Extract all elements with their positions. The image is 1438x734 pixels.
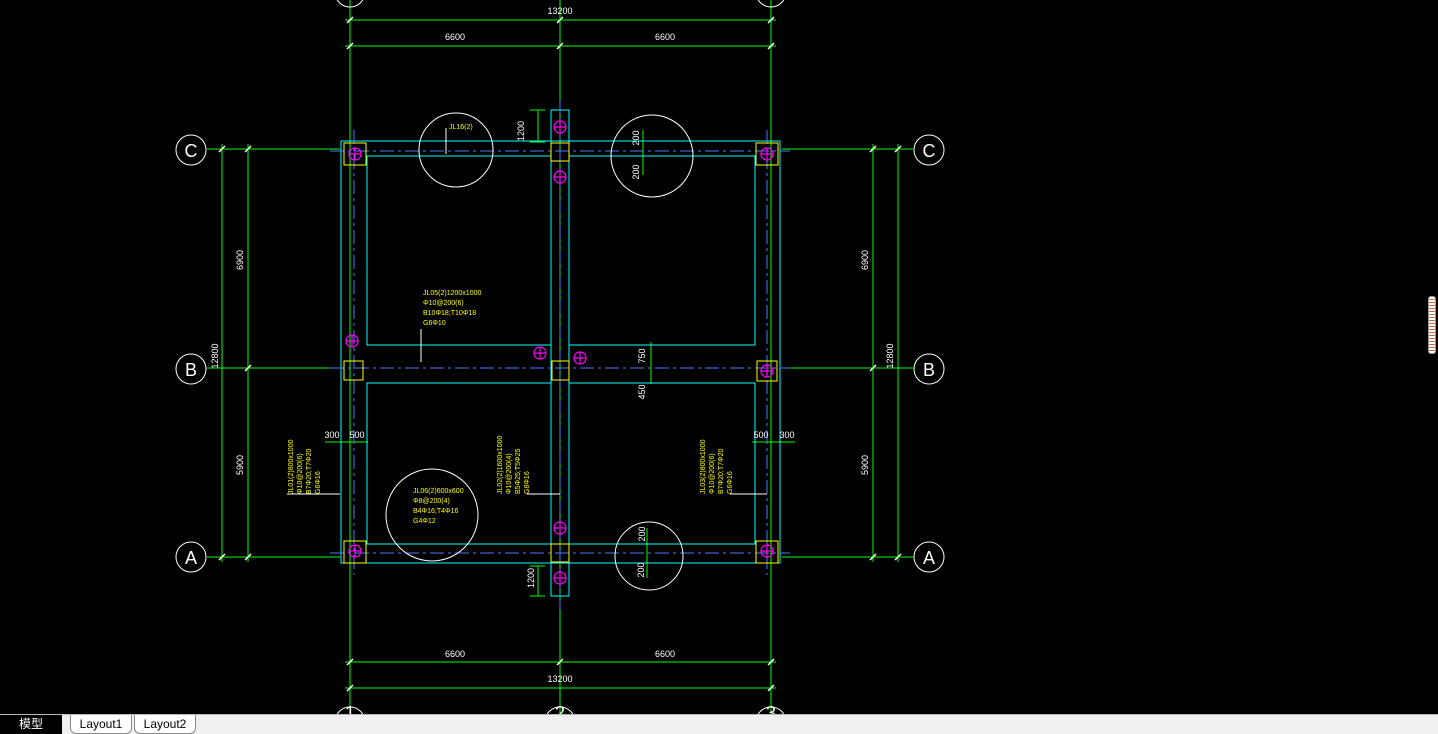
dim-right-total: 12800 (885, 343, 895, 368)
dim-bottom-bay-1: 6600 (445, 649, 465, 659)
svg-text:B7Φ20;T7Φ20: B7Φ20;T7Φ20 (718, 448, 725, 494)
leader-lines (287, 128, 767, 495)
dim-right-bay-2: 5900 (860, 455, 870, 475)
axis-label-2: 2 (555, 703, 565, 714)
svg-text:B7Φ20;T7Φ20: B7Φ20;T7Φ20 (306, 448, 313, 494)
svg-text:B5Φ25;T5Φ25: B5Φ25;T5Φ25 (515, 448, 522, 494)
svg-text:JL03(2)800x1000: JL03(2)800x1000 (700, 439, 707, 494)
dim-offset-bottom-b: 200 (636, 562, 646, 577)
dim-left-300: 300 (324, 430, 339, 440)
svg-text:Φ10@200(6): Φ10@200(6) (709, 453, 716, 494)
drawing-canvas[interactable]: C B A C B A 1 2 3 13200 6600 6600 6600 6… (0, 0, 1438, 714)
axis-label-b-right: B (923, 360, 935, 380)
axis-bubbles (175, 0, 945, 714)
dim-bottom-bay-2: 6600 (655, 649, 675, 659)
beam-center-label: JL05(2)1200x1000 Φ10@200(6) B10Φ18;T10Φ1… (423, 290, 481, 327)
axis-label-b-left: B (185, 360, 197, 380)
dim-offset-bottom-a: 200 (637, 526, 647, 541)
svg-text:Φ10@200(6): Φ10@200(6) (423, 300, 464, 307)
beam-right-label: JL03(2)800x1000 Φ10@200(6) B7Φ20;T7Φ20 G… (700, 439, 734, 494)
dim-offset-top-b: 200 (631, 164, 641, 179)
axis-label-c-left: C (185, 141, 198, 161)
dim-right-500: 500 (753, 430, 768, 440)
beam-left-label: JL01(2)800x1000 Φ10@200(6) B7Φ20;T7Φ20 G… (288, 439, 322, 494)
dim-offset-top-a: 200 (631, 130, 641, 145)
dim-left-bay-1: 6900 (235, 250, 245, 270)
dimension-texts: 13200 6600 6600 6600 6600 13200 12800 69… (210, 6, 895, 684)
axis-labels: C B A C B A 1 2 3 (185, 141, 936, 714)
tab-layout2[interactable]: Layout2 (134, 715, 196, 734)
svg-text:G8Φ16: G8Φ16 (524, 471, 531, 494)
vertical-scroll-grip[interactable] (1428, 296, 1436, 354)
svg-text:JL02(2)1600x1000: JL02(2)1600x1000 (497, 436, 504, 494)
svg-text:B10Φ18;T10Φ18: B10Φ18;T10Φ18 (423, 310, 476, 317)
svg-text:JL06(2)600x600: JL06(2)600x600 (413, 488, 464, 495)
axis-label-3: 3 (766, 703, 776, 714)
dimension-ticks (218, 16, 902, 692)
dim-ext-bottom: 1200 (526, 568, 536, 588)
svg-text:G6Φ16: G6Φ16 (315, 471, 322, 494)
dim-ext-top: 1200 (516, 121, 526, 141)
axis-label-1: 1 (345, 703, 355, 714)
piles[interactable] (345, 120, 774, 585)
dim-left-total: 12800 (210, 343, 220, 368)
dim-left-500: 500 (349, 430, 364, 440)
dim-right-bay-1: 6900 (860, 250, 870, 270)
columns[interactable] (343, 142, 779, 564)
dim-right-300: 300 (779, 430, 794, 440)
beam-annotations: JL16(2) JL05(2)1200x1000 Φ10@200(6) B10Φ… (288, 124, 734, 525)
svg-text:Φ8@200(4): Φ8@200(4) (413, 498, 450, 505)
svg-text:B4Φ16;T4Φ16: B4Φ16;T4Φ16 (413, 508, 459, 515)
svg-text:JL05(2)1200x1000: JL05(2)1200x1000 (423, 290, 481, 297)
axis-label-a-left: A (185, 548, 197, 568)
svg-text:Φ10@200(4): Φ10@200(4) (506, 453, 513, 494)
tab-model[interactable]: 模型 (0, 715, 62, 734)
circle-lower-left-label: JL06(2)600x600 Φ8@200(4) B4Φ16;T4Φ16 G4Φ… (413, 488, 464, 525)
svg-text:G6Φ10: G6Φ10 (423, 320, 446, 327)
axis-label-a-right: A (923, 548, 935, 568)
dim-left-bay-2: 5900 (235, 455, 245, 475)
svg-text:JL01(2)800x1000: JL01(2)800x1000 (288, 439, 295, 494)
dim-bottom-total: 13200 (547, 674, 572, 684)
layout-tab-bar: 模型 Layout1 Layout2 (0, 714, 1438, 734)
dim-top-bay-2: 6600 (655, 32, 675, 42)
svg-text:G6Φ16: G6Φ16 (727, 471, 734, 494)
top-circle-label: JL16(2) (449, 124, 473, 131)
cad-drawing[interactable]: C B A C B A 1 2 3 13200 6600 6600 6600 6… (0, 0, 1438, 714)
tab-layout1[interactable]: Layout1 (70, 715, 132, 734)
dim-top-total: 13200 (547, 6, 572, 16)
grid-lines (207, 0, 913, 714)
dim-beam-b-down: 450 (637, 384, 647, 399)
dim-top-bay-1: 6600 (445, 32, 465, 42)
beam-mid-lower-label: JL02(2)1600x1000 Φ10@200(4) B5Φ25;T5Φ25 … (497, 436, 531, 494)
axis-label-c-right: C (923, 141, 936, 161)
detail-circles (385, 112, 694, 591)
dim-beam-b-up: 750 (637, 348, 647, 363)
svg-text:G4Φ12: G4Φ12 (413, 518, 436, 525)
svg-text:Φ10@200(6): Φ10@200(6) (297, 453, 304, 494)
